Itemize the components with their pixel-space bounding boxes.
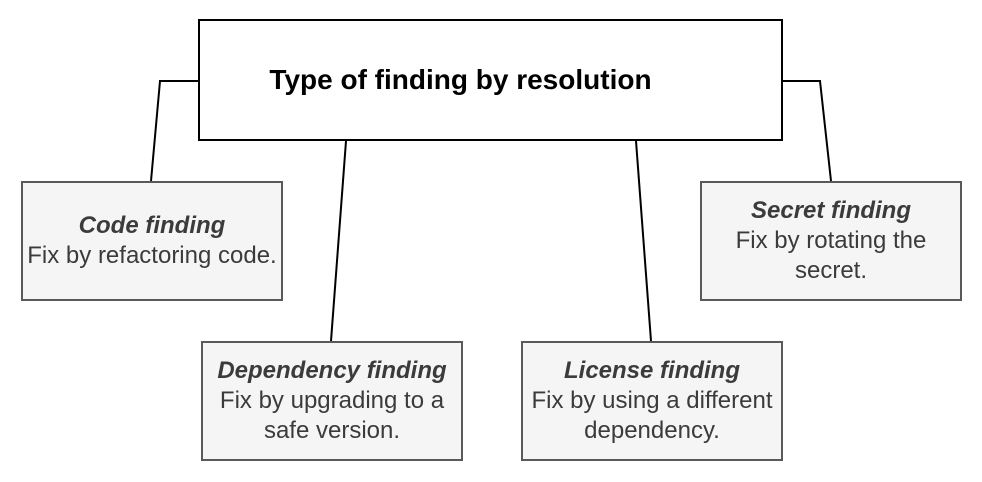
node-license-finding: License finding Fix by using a different…: [521, 341, 783, 461]
node-secret-description: Fix by rotating the secret.: [735, 227, 927, 284]
root-node: Type of finding by resolution: [198, 19, 783, 141]
connector-root-to-secret: [782, 80, 832, 182]
node-license-description: Fix by using a different dependency.: [531, 387, 773, 444]
connector-root-to-code: [150, 80, 198, 182]
node-license-title: License finding: [563, 357, 740, 384]
root-node-title: Type of finding by resolution: [269, 64, 652, 95]
connector-root-to-license: [635, 140, 652, 342]
node-dependency-finding: Dependency finding Fix by upgrading to a…: [201, 341, 463, 461]
node-dependency-description: Fix by upgrading to a safe version.: [219, 387, 445, 444]
connector-root-to-dependency: [330, 140, 347, 342]
node-code-description: Fix by refactoring code.: [27, 242, 277, 269]
node-dependency-title: Dependency finding: [217, 357, 447, 384]
node-secret-title: Secret finding: [750, 197, 912, 224]
node-secret-finding: Secret finding Fix by rotating the secre…: [700, 181, 962, 301]
node-code-title: Code finding: [78, 212, 226, 239]
node-code-finding: Code finding Fix by refactoring code.: [21, 181, 283, 301]
